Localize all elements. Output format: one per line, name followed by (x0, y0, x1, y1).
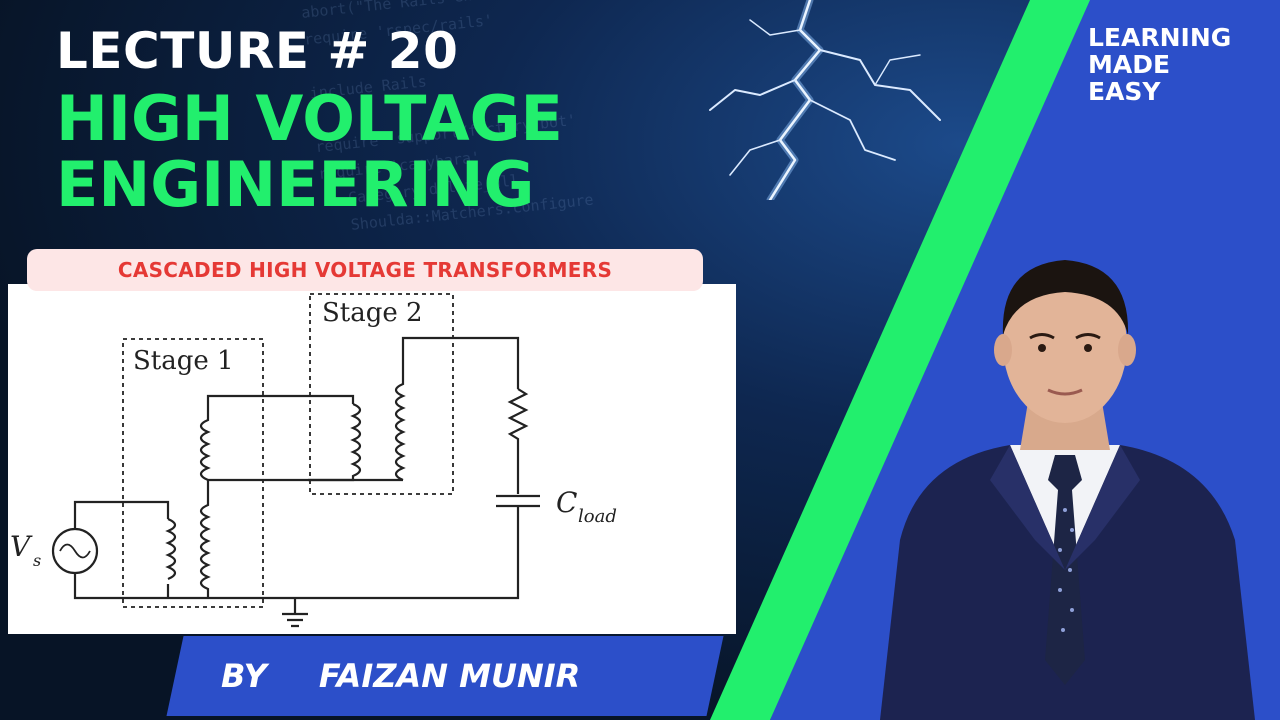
course-title-line1: HIGH VOLTAGE (56, 82, 563, 155)
brand-word-3: EASY (1088, 77, 1161, 106)
source-label: V (10, 530, 33, 563)
ground-icon (282, 598, 308, 628)
source-subscript: s (33, 551, 41, 570)
brand-tagline: LEARNING MADE EASY (1088, 24, 1231, 105)
topic-banner: CASCADED HIGH VOLTAGE TRANSFORMERS (27, 249, 703, 291)
stage1-box (122, 338, 264, 608)
course-title: HIGH VOLTAGE ENGINEERING (56, 86, 563, 218)
stage2-label: Stage 2 (322, 298, 423, 328)
lightning-graphic (709, 0, 941, 200)
brand-word-1: LEARNING (1088, 23, 1232, 52)
byline: BY FAIZAN MUNIR (175, 636, 715, 716)
author-name: FAIZAN MUNIR (318, 657, 581, 695)
presenter-photo (880, 260, 1255, 720)
course-title-line2: ENGINEERING (56, 148, 535, 221)
circuit-svg: Stage 1 Stage 2 V s C load (10, 293, 617, 628)
lecture-number: LECTURE # 20 (56, 22, 459, 80)
load-subscript: load (578, 506, 617, 527)
byline-prefix: BY (221, 657, 267, 695)
load-label: C (556, 486, 577, 519)
brand-word-2: MADE (1088, 50, 1171, 79)
circuit-diagram: Stage 1 Stage 2 V s C load (8, 284, 736, 634)
stage1-label: Stage 1 (133, 346, 234, 376)
stage2-box (309, 293, 454, 495)
